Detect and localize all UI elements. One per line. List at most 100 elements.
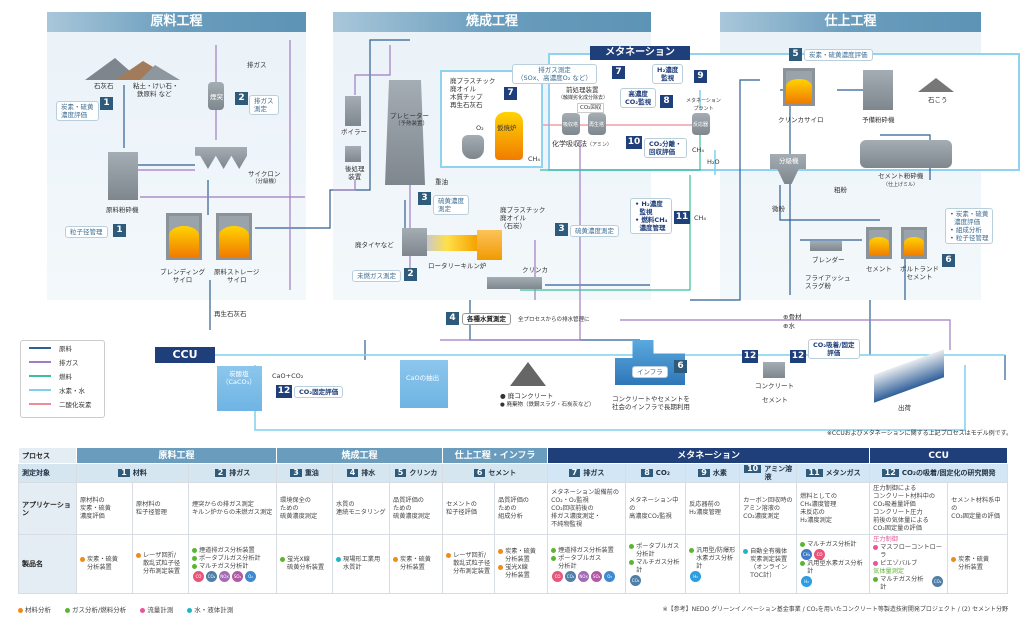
infra-label: インフラ xyxy=(632,366,668,378)
storage-silo-icon xyxy=(216,213,252,260)
product-cell: 炭素・硫黄分析装置 xyxy=(947,534,1009,594)
boiler-label: ボイラー xyxy=(341,128,367,136)
footer-legend-label: 材料分析 xyxy=(25,606,51,614)
label-text: サイロ xyxy=(172,276,193,284)
application-line: CO₂固定量の評価 xyxy=(873,524,922,532)
bullet-dot-icon xyxy=(551,555,557,561)
product-name: 炭素・硫黄分析装置 xyxy=(505,548,536,563)
application-line: 圧力制御による xyxy=(873,484,917,492)
kiln-hood-icon xyxy=(477,230,502,260)
product-item: 煙道排ガス分析装置 xyxy=(192,547,273,555)
concrete-block-icon xyxy=(763,362,785,378)
application-line: セメント材料系中の xyxy=(951,496,1001,512)
label-text: 化学吸収法 xyxy=(552,140,587,148)
calciner-icon xyxy=(495,112,523,160)
step-badge-6b: 6 xyxy=(674,360,687,373)
bullet-dot-icon xyxy=(187,608,193,613)
step-badge-6: 6 xyxy=(942,254,955,267)
label-text: コンクリートやセメントを xyxy=(612,395,690,403)
application-line: メタネーション中の xyxy=(629,496,679,512)
target-badge: 10 xyxy=(744,465,762,473)
target-text: CO₂の吸着/固定化の研究開発 xyxy=(901,469,996,477)
target-text: 水素 xyxy=(712,469,727,477)
product-cell: 自動全有機体炭素測定装置（オンラインTOC計） xyxy=(739,534,798,594)
application-line: 反応器前の xyxy=(689,500,721,508)
note-co2-adsorption: CO₂吸着/固定評価 xyxy=(808,339,860,359)
product-item: レーザ回折/散乱式粒子径分布測定装置 xyxy=(446,552,491,576)
firing-process-title: 焼成工程 xyxy=(333,12,651,32)
classifier-label: 分級機 xyxy=(779,157,799,165)
post-treatment-label: 後処理装置 xyxy=(345,165,365,181)
target-text: クリンカ xyxy=(409,469,438,477)
water-label: ⊕水 xyxy=(783,322,795,330)
application-line: 環境保全の xyxy=(280,496,311,504)
note-text: CO₂吸着/固定 xyxy=(813,341,855,349)
process-cell: 焼成工程 xyxy=(276,447,444,464)
label-text: 廃プラスチック xyxy=(500,206,546,214)
gas-chip-icon: CO xyxy=(552,570,564,582)
step-badge-2: 2 xyxy=(235,92,248,105)
legend-item: 原料 xyxy=(21,341,104,355)
gas-chip-icon: CO xyxy=(814,549,826,560)
product-cell: レーザ回折/散乱式粒子径分布測定装置 xyxy=(132,534,189,594)
footer-legend-label: 流量計測 xyxy=(147,606,174,614)
process-cell: CCU xyxy=(869,447,1009,464)
product-name: 蛍光X線硫黄分析装置 xyxy=(287,556,325,571)
clinker-silo-icon xyxy=(783,68,815,106)
bullet-dot-icon xyxy=(65,608,70,613)
step-badge-1: 1 xyxy=(100,97,113,110)
application-cell: 水質の連続モニタリング xyxy=(332,482,391,535)
product-item: ポータブルガス分析計 xyxy=(629,543,682,559)
row-label: プロセス xyxy=(18,447,77,464)
flow-exhaust xyxy=(138,40,951,350)
carbonate-icon xyxy=(217,366,262,411)
product-cell: 炭素・硫黄分析装置 xyxy=(76,534,133,594)
process-cell: メタネーション xyxy=(547,447,871,464)
footer-legend-item: 材料分析 xyxy=(18,606,51,614)
bullet-dot-icon xyxy=(18,608,23,613)
application-line: 燃料としての xyxy=(800,492,838,500)
application-line: 硫黄濃度測定 xyxy=(280,512,318,520)
footer-legend-label: ガス分析/燃料分析 xyxy=(72,606,127,614)
gas-chip-icon: O₂ xyxy=(245,570,256,582)
target-badge: 12 xyxy=(881,469,899,477)
bullet-dot-icon xyxy=(873,545,879,550)
step-badge-12b: 12 xyxy=(742,350,758,363)
concrete-label: コンクリート xyxy=(755,382,794,390)
note-text: 燃料CH₄ xyxy=(641,216,668,224)
gas-chip-icon: H₂ xyxy=(690,570,702,582)
bullet-dot-icon xyxy=(140,608,146,613)
note-text: H₂濃度 xyxy=(641,200,663,208)
absorber-label: 吸収塔 xyxy=(563,122,579,128)
calciner-label: 仮焼炉 xyxy=(497,124,517,132)
note-text: CO₂監視 xyxy=(625,98,652,106)
gas-chip-icon: SO₂ xyxy=(591,570,603,582)
legend-label: 二酸化炭素 xyxy=(59,401,92,409)
target-badge: 6 xyxy=(473,469,486,477)
label-text: 社会のインフラで長期利用 xyxy=(612,403,690,411)
target-text: 排ガス xyxy=(583,469,605,477)
model-note: ※CCUおよびメタネーションに関する上記プロセスはモデル例です。 xyxy=(826,430,1012,437)
gas-chip-icon: CH₄ xyxy=(801,549,813,560)
preheater-sub-label: （予熱装置） xyxy=(395,121,429,127)
product-name: マルチガス分析計 xyxy=(807,541,857,548)
aggregate-label: ⊕骨材 xyxy=(783,313,802,321)
label-text: 炭酸塩 xyxy=(229,370,249,378)
gas-chip-icon: CO₂ xyxy=(565,570,577,582)
heavy-oil-label: 重油 xyxy=(435,178,448,186)
product-item: マルチガス分析計 xyxy=(800,541,866,549)
note-text: （SOx、高濃度O₂ など） xyxy=(517,74,592,82)
footer-legend: 材料分析ガス分析/燃料分析流量計測水・液体計測 xyxy=(18,604,247,614)
application-line: CO₂濃度測定 xyxy=(743,512,780,520)
application-line: 排ガス濃度測定・ xyxy=(551,512,601,520)
application-line: H₂濃度管理 xyxy=(689,508,721,516)
chemical-absorption-label: 化学吸収法（アミン） xyxy=(552,140,612,149)
gas-chips: H₂ xyxy=(689,570,736,582)
bullet-dot-icon xyxy=(336,557,342,562)
application-line: CO₂・O₂監視 xyxy=(551,496,589,504)
